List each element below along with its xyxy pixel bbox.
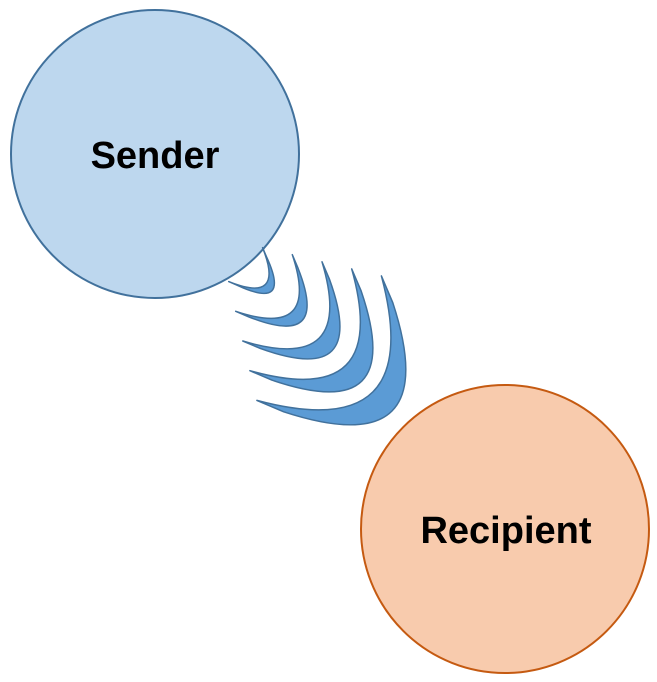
signal-wave-arc bbox=[234, 253, 308, 327]
recipient-circle bbox=[360, 384, 650, 674]
sender-circle bbox=[10, 9, 300, 299]
sender-label: Sender bbox=[91, 135, 220, 177]
signal-wave-arc bbox=[242, 261, 341, 360]
signal-wave-arc bbox=[249, 268, 374, 393]
recipient-label: Recipient bbox=[420, 510, 591, 552]
signal-waves bbox=[227, 246, 407, 426]
recipient-node: Recipient bbox=[360, 384, 650, 674]
signal-wave-arc bbox=[227, 246, 276, 295]
sender-node: Sender bbox=[10, 9, 300, 299]
signal-wave-arc bbox=[256, 275, 407, 426]
